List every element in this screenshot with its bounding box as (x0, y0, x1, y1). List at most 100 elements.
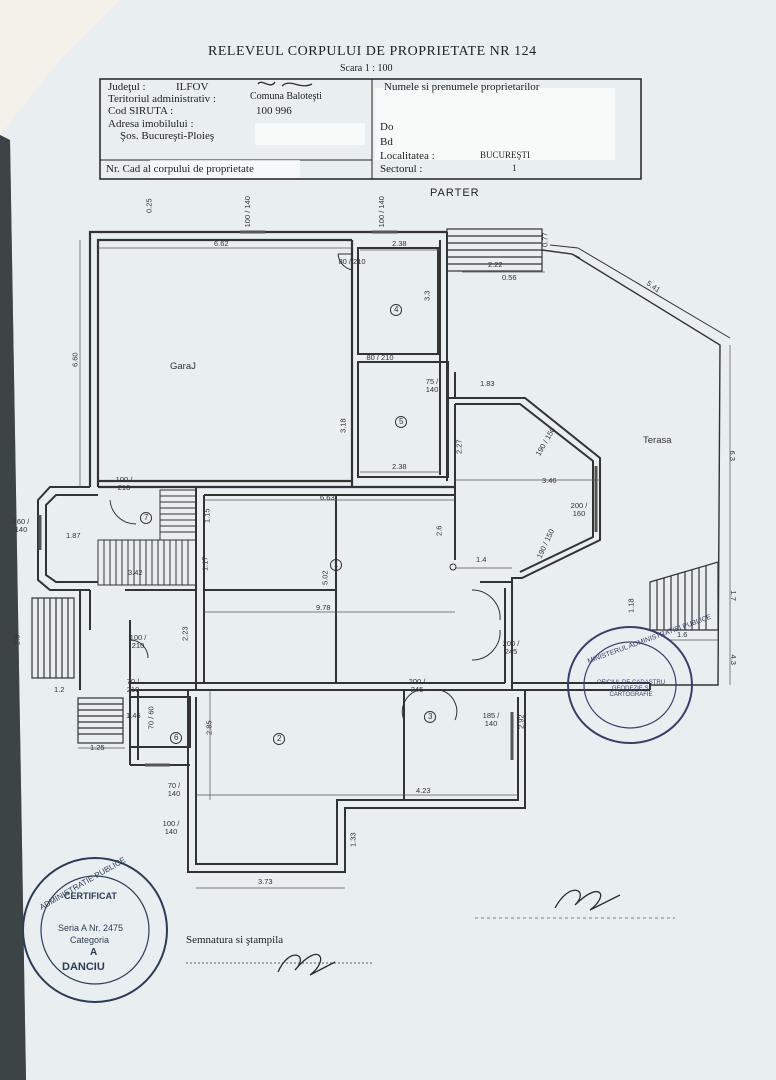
stamp-left (22, 857, 168, 1003)
dim-label: 1.15 (202, 508, 212, 524)
dim-label: 3.73 (258, 877, 273, 886)
opening-label: 200 / 160 (570, 501, 588, 518)
localitate-value: BUCUREŞTI (480, 150, 531, 160)
room-3-label: 3 (424, 711, 437, 723)
dim-label: 9.78 (316, 603, 331, 612)
door-swings (109, 253, 501, 721)
dom-label: Do (380, 121, 394, 133)
opening-label: 100 / 140 (162, 819, 180, 836)
siruta-label: Cod SIRUTA : (108, 105, 174, 117)
opening-label: 160 / 140 (12, 517, 30, 534)
room-garage-label: GaraJ (170, 361, 196, 372)
opening-label: 70 / 140 (167, 781, 181, 798)
bay-room (447, 372, 601, 583)
dimension-lines (78, 240, 731, 889)
signature-label: Semnatura si ştampila (186, 934, 284, 946)
stamp-left-name: DANCIU (62, 961, 105, 973)
dim-label: 1.83 (480, 379, 495, 388)
redacted-area (375, 88, 615, 160)
dim-label: 2.23 (180, 626, 190, 642)
stamp-left-series: Seria A Nr. 2475 (58, 923, 124, 933)
room-2-label: 2 (273, 733, 286, 745)
scale-label: Scara 1 : 100 (340, 63, 393, 74)
opening-label: 75 / 140 (425, 377, 439, 394)
stamp-left-category: Categoria (70, 935, 110, 945)
dim-label: 2.92 (516, 714, 526, 730)
opening-label: 100 / 140 (376, 196, 386, 228)
dim-label: 1.87 (66, 531, 81, 540)
lower-rooms (129, 683, 526, 873)
opening-label: 80 / 210 (338, 257, 366, 266)
form-box (99, 78, 642, 180)
main-walls (130, 487, 651, 691)
dim-label: 1.46 (126, 711, 141, 720)
dim-label: 1.33 (348, 832, 358, 848)
dim-label: 2.85 (204, 720, 214, 736)
dim-label: 2.22 (488, 260, 503, 269)
opening-label: 70 / 210 (126, 677, 140, 694)
dim-label: 3.42 (128, 568, 143, 577)
judet-value: ILFOV (176, 81, 209, 93)
sector-value: 1 (512, 163, 517, 173)
stairs-interior (97, 489, 197, 586)
opening-label: 200 / 245 (502, 639, 520, 656)
dim-label: 1.18 (626, 598, 636, 614)
room-4-label: 4 (390, 304, 403, 316)
stamp-right-inner: OFICIUL DE CADASTRU GEODEZIE SI CARTOGRA… (596, 680, 666, 698)
dim-label: 3.3 (422, 290, 432, 301)
localitate-label: Localitatea : (380, 150, 435, 162)
dim-label: 1.4 (476, 555, 487, 564)
dim-label: 1.6 (677, 630, 688, 639)
cad-label: Nr. Cad al corpului de proprietate (106, 163, 254, 175)
dim-label: 1.7 (728, 590, 738, 601)
dim-label: 2.5 (12, 634, 22, 645)
dim-label: 6.60 (70, 352, 80, 368)
bd-label: Bd (380, 136, 393, 148)
adresa-label: Adresa imobilului : (108, 118, 194, 130)
dim-label: 3.18 (338, 418, 348, 434)
document-title: RELEVEUL CORPULUI DE PROPRIETATE NR 124 (208, 44, 537, 59)
paper-fold (0, 0, 120, 135)
room-1-label: 1 (330, 559, 343, 571)
dim-label: 4.3 (728, 654, 738, 665)
room-7-label: 7 (140, 512, 153, 524)
adresa-value: Şos. Bucureşti-Ploieş (120, 130, 215, 142)
teritoriu-label: Teritoriul administrativ : (108, 93, 216, 105)
opening-label: 100 / 140 (242, 196, 252, 228)
windows (38, 230, 598, 767)
dim-label: 2.27 (454, 439, 464, 455)
stamp-left-grade: A (90, 947, 98, 958)
opening-label: 70 / 60 (146, 706, 156, 730)
dim-label: 1.2 (54, 685, 65, 694)
stamp-right (567, 626, 693, 744)
dim-label: 0.25 (144, 198, 154, 214)
room-terrace-label: Terasa (643, 435, 672, 446)
opening-label: 100 / 210 (129, 633, 147, 650)
teritoriu-value: Comuna Baloteşti (250, 91, 322, 102)
dim-label: 2.38 (392, 239, 407, 248)
dim-label: 4.23 (416, 786, 431, 795)
opening-label: 200 / 245 (408, 677, 426, 694)
dim-label: 2.38 (392, 462, 407, 471)
dim-label: 6.3 (727, 450, 737, 461)
signatures (257, 81, 621, 976)
rooms-4-5 (357, 232, 449, 481)
dim-label: 3.46 (542, 476, 557, 485)
dim-label: 0.77 (540, 232, 550, 248)
opening-label: 80 / 210 (366, 353, 394, 362)
entrance-walls (37, 486, 196, 690)
garage-walls (88, 230, 455, 489)
owner-label: Numele si prenumele proprietarilor (384, 81, 540, 93)
sector-label: Sectorul : (380, 163, 423, 175)
judet-label: Judeţul : (108, 81, 146, 93)
opening-label: 185 / 140 (482, 711, 500, 728)
stairs-left (31, 597, 124, 744)
siruta-value: 100 996 (256, 105, 292, 117)
stamp-left-certificate: CERTIFICAT (64, 891, 117, 901)
dim-label: 5.02 (320, 570, 330, 586)
opening-label: 100 / 210 (115, 475, 133, 492)
room-6-label: 6 (170, 732, 183, 744)
